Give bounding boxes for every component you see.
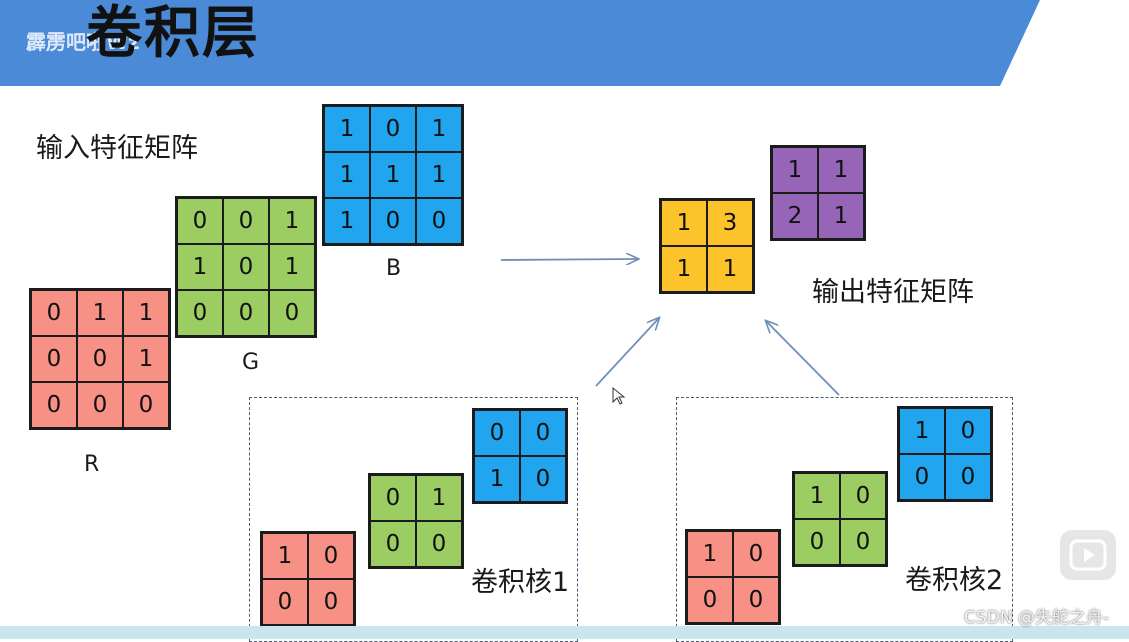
matrix-cell: 1: [123, 336, 169, 382]
matrix-cell: 1: [324, 106, 370, 152]
bottom-strip: [0, 626, 1129, 639]
matrix-cell: 1: [818, 193, 864, 239]
slide-title: 卷积层: [86, 1, 260, 66]
matrix-cell: 1: [772, 147, 818, 193]
kernel1-label: 卷积核1: [471, 567, 570, 598]
matrix-cell: 0: [840, 519, 886, 565]
matrix-cell: 0: [520, 410, 566, 456]
matrix-cell: 1: [707, 246, 753, 292]
matrix-cell: 0: [262, 579, 308, 625]
matrix-cell: 1: [324, 152, 370, 198]
arrow-kernel2-to-output: [766, 321, 840, 396]
matrix-cell: 0: [520, 456, 566, 502]
kernel2-label: 卷积核2: [905, 565, 1004, 596]
matrix-cell: 0: [223, 290, 269, 336]
matrix-cell: 1: [324, 198, 370, 244]
matrix-cell: 1: [794, 473, 840, 519]
matrix-cell: 1: [416, 475, 462, 521]
play-button[interactable]: [1060, 530, 1116, 580]
r-channel-label: R: [84, 452, 100, 477]
matrix-cell: 0: [899, 454, 945, 500]
matrix-cell: 1: [661, 200, 707, 246]
matrix-cell: 0: [370, 106, 416, 152]
output-matrix-label: 输出特征矩阵: [812, 277, 974, 308]
matrix-cell: 2: [772, 193, 818, 239]
matrix-cell: 1: [474, 456, 520, 502]
matrix-cell: 0: [370, 198, 416, 244]
matrix-cell: 0: [945, 408, 991, 454]
matrix-cell: 0: [474, 410, 520, 456]
g-channel-label: G: [242, 350, 260, 375]
matrix-cell: 0: [31, 336, 77, 382]
b-channel-label: B: [386, 256, 402, 281]
input-matrix-label: 输入特征矩阵: [36, 133, 198, 164]
matrix-cell: 0: [733, 577, 779, 623]
matrix-cell: 0: [308, 533, 354, 579]
matrix-cell: 1: [818, 147, 864, 193]
matrix-cell: 0: [269, 290, 315, 336]
matrix-cell: 1: [269, 244, 315, 290]
matrix-cell: 0: [77, 382, 123, 428]
matrix-cell: 0: [370, 521, 416, 567]
matrix-cell: 0: [794, 519, 840, 565]
matrix-cell: 1: [262, 533, 308, 579]
matrix-cell: 0: [223, 198, 269, 244]
matrix-cell: 0: [31, 290, 77, 336]
matrix-cell: 1: [123, 290, 169, 336]
matrix-cell: 0: [733, 531, 779, 577]
arrow-kernel1-to-output: [595, 318, 659, 387]
matrix-cell: 0: [370, 475, 416, 521]
matrix-cell: 1: [661, 246, 707, 292]
cursor-icon: [612, 386, 626, 405]
top-watermark: 霹雳吧啦Wz: [26, 30, 140, 54]
matrix-cell: 0: [77, 336, 123, 382]
matrix-cell: 1: [416, 106, 462, 152]
matrix-cell: 0: [308, 579, 354, 625]
matrix-cell: 0: [223, 244, 269, 290]
matrix-cell: 1: [370, 152, 416, 198]
matrix-cell: 0: [177, 290, 223, 336]
matrix-cell: 0: [416, 198, 462, 244]
matrix-cell: 1: [269, 198, 315, 244]
matrix-cell: 0: [123, 382, 169, 428]
matrix-cell: 0: [416, 521, 462, 567]
matrix-cell: 1: [687, 531, 733, 577]
matrix-cell: 0: [177, 198, 223, 244]
matrix-cell: 0: [687, 577, 733, 623]
matrix-cell: 0: [31, 382, 77, 428]
play-icon: [1069, 539, 1107, 571]
header-banner: [0, 0, 1040, 86]
matrix-cell: 0: [945, 454, 991, 500]
matrix-cell: 1: [416, 152, 462, 198]
matrix-cell: 1: [899, 408, 945, 454]
matrix-cell: 1: [77, 290, 123, 336]
csdn-watermark: CSDN @失舵之舟-: [964, 608, 1110, 628]
matrix-cell: 1: [177, 244, 223, 290]
arrow-input-to-output: [500, 259, 638, 260]
matrix-cell: 3: [707, 200, 753, 246]
matrix-cell: 0: [840, 473, 886, 519]
